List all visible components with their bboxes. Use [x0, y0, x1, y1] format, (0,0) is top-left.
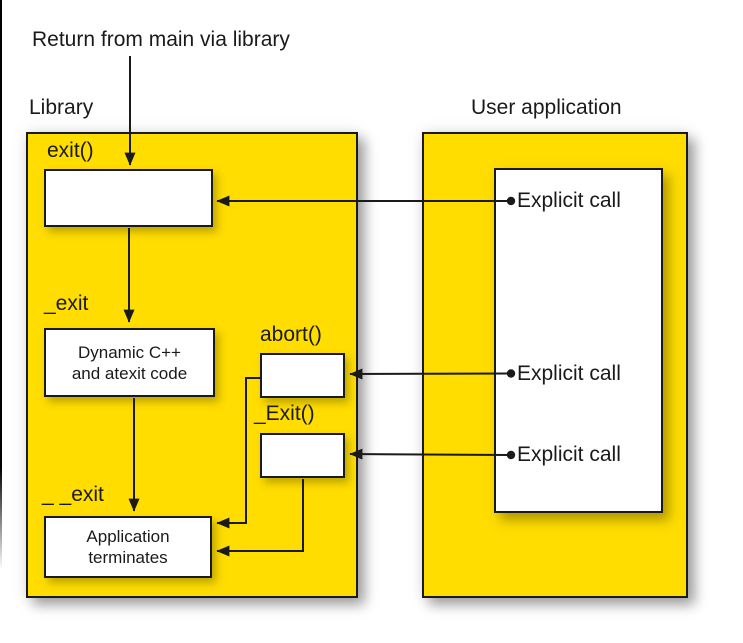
exit-function-label: exit() — [47, 139, 94, 162]
application-terminates-line1: Application — [86, 527, 170, 546]
user-code-box — [494, 168, 663, 513]
user-application-section-label: User application — [471, 96, 622, 119]
underscore-exit-label: _exit — [44, 292, 89, 315]
library-section-label: Library — [29, 96, 94, 119]
dynamic-atexit-line1: Dynamic C++ — [78, 342, 181, 362]
dynamic-atexit-line2: and atexit code — [71, 363, 188, 383]
dynamic-atexit-box: Dynamic C++ and atexit code — [44, 328, 215, 397]
explicit-call-label-1: Explicit call — [517, 189, 621, 212]
abort-function-label: abort() — [260, 323, 322, 346]
return-from-main-label: Return from main via library — [32, 28, 290, 51]
exit-process-box — [44, 169, 213, 227]
cap-exit-process-box — [260, 433, 345, 478]
page-edge-line — [0, 0, 2, 570]
explicit-call-label-2: Explicit call — [517, 362, 621, 385]
application-terminates-box: Application terminates — [44, 516, 212, 578]
abort-process-box — [260, 353, 345, 398]
application-terminates-line2: terminates — [88, 548, 168, 567]
explicit-call-label-3: Explicit call — [517, 443, 621, 466]
cap-exit-function-label: _Exit() — [254, 402, 315, 425]
double-underscore-exit-label: _ _exit — [42, 483, 104, 506]
